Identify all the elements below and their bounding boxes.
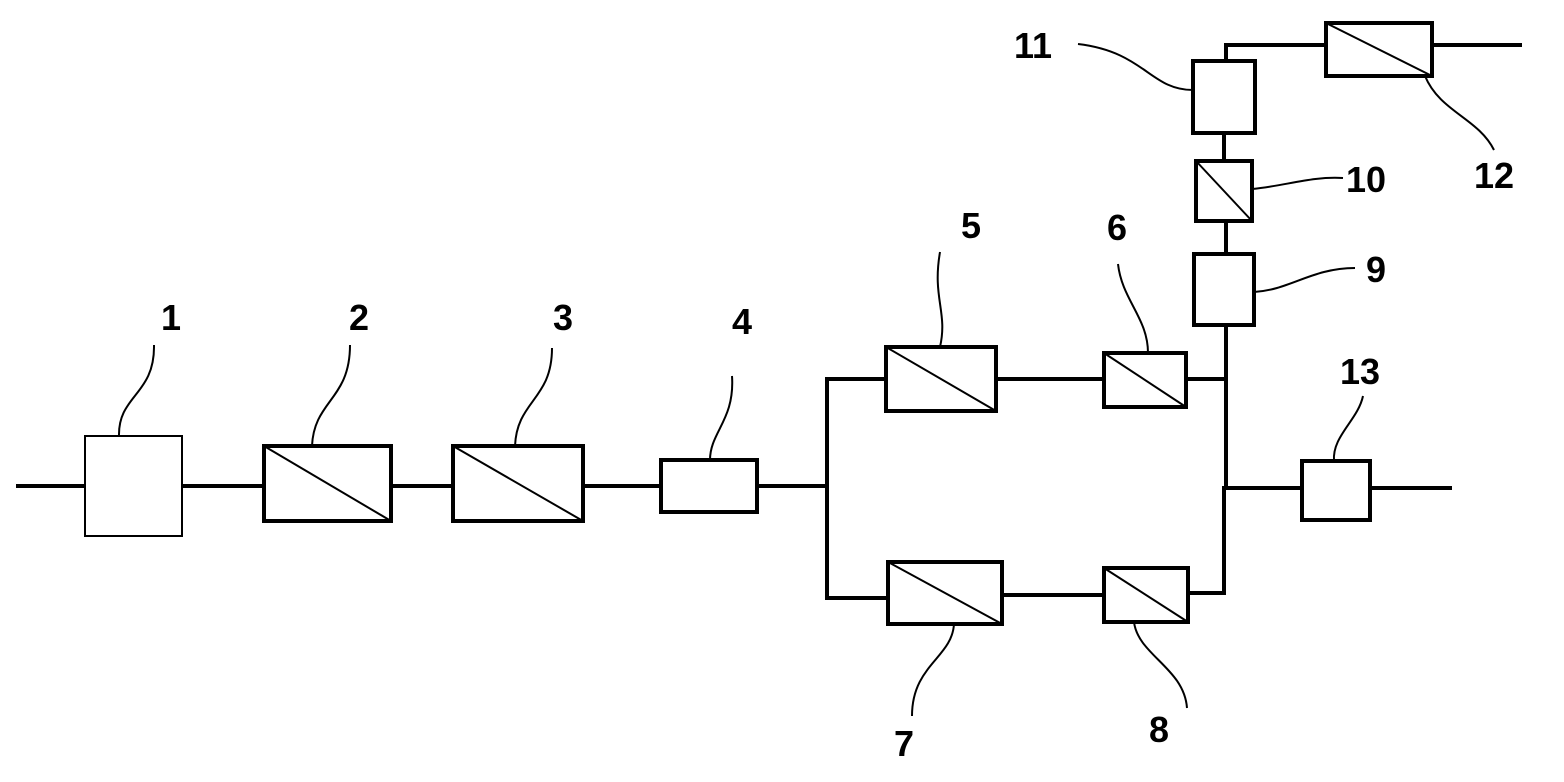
label-9: 9	[1366, 249, 1386, 290]
leader-lines	[117, 43, 1495, 717]
component-8-box	[1102, 566, 1190, 624]
component-11-box	[1191, 59, 1257, 135]
label-3: 3	[553, 297, 573, 338]
component-4-box	[659, 458, 759, 514]
component-6-box	[1102, 351, 1188, 409]
label-4: 4	[732, 301, 752, 342]
component-1-box	[84, 435, 183, 537]
label-5: 5	[961, 205, 981, 246]
label-8: 8	[1149, 709, 1169, 750]
component-5-box	[884, 345, 998, 413]
component-13-box	[1300, 459, 1372, 522]
label-6: 6	[1107, 207, 1127, 248]
component-3-box	[451, 444, 585, 523]
connection-lines	[16, 43, 1522, 600]
label-10: 10	[1346, 159, 1386, 200]
label-12: 12	[1474, 155, 1514, 196]
component-10-box	[1194, 159, 1254, 223]
label-7: 7	[894, 723, 914, 764]
component-7-box	[886, 560, 1004, 626]
component-12-box	[1324, 21, 1434, 78]
label-13: 13	[1340, 351, 1380, 392]
label-1: 1	[161, 297, 181, 338]
label-2: 2	[349, 297, 369, 338]
component-2-box	[262, 444, 393, 523]
label-11: 11	[1014, 25, 1052, 66]
component-9-box	[1192, 252, 1256, 327]
